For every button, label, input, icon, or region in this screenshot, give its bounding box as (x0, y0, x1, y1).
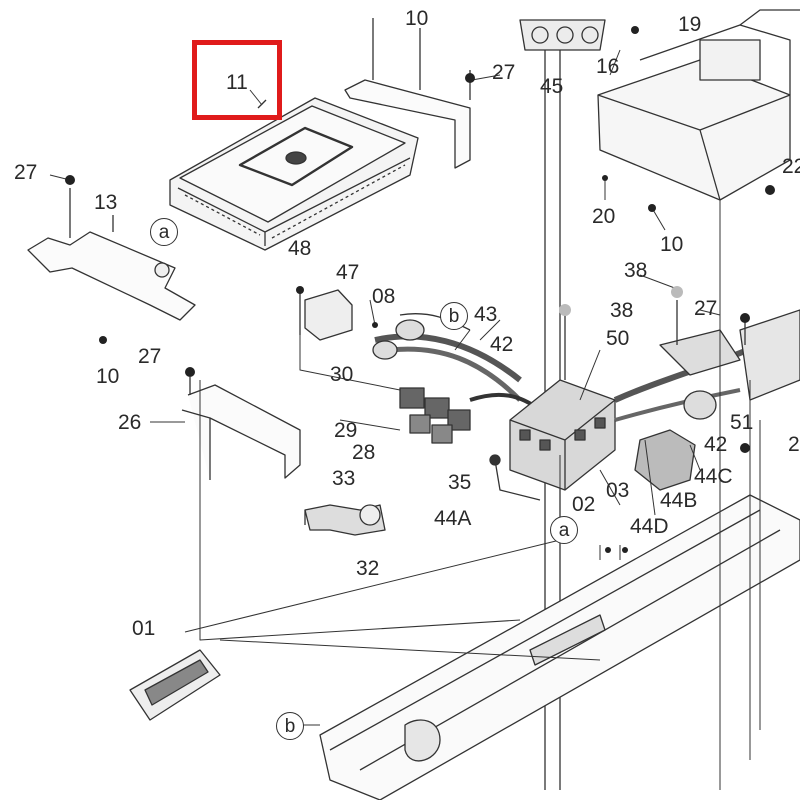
callout-b: b (440, 302, 468, 330)
callout-38: 38 (610, 299, 634, 322)
callout-27: 27 (694, 297, 718, 320)
part-50-junction-block (510, 315, 615, 490)
callout-11: 11 (226, 71, 248, 94)
callout-43: 43 (474, 303, 498, 326)
part-16-housing (598, 10, 800, 200)
callout-47: 47 (336, 261, 360, 284)
callout-08: 08 (372, 285, 396, 308)
wire-harness (373, 314, 540, 443)
callout-19: 19 (678, 13, 702, 36)
callout-27: 27 (492, 61, 516, 84)
callout-10: 10 (405, 7, 429, 30)
callout-42: 42 (490, 333, 514, 356)
callout-30: 30 (330, 363, 354, 386)
callout-a: a (550, 516, 578, 544)
part-47-relay (300, 290, 352, 340)
fasteners (65, 26, 775, 553)
callout-a: a (150, 218, 178, 246)
callout-03: 03 (606, 479, 630, 502)
callout-44C: 44C (694, 465, 733, 488)
callout-42: 42 (704, 433, 728, 456)
part-35-clip (490, 455, 540, 500)
leader-lines (50, 50, 760, 790)
callout-33: 33 (332, 467, 356, 490)
callout-10: 10 (96, 365, 120, 388)
callout-45: 45 (540, 75, 564, 98)
callout-27: 27 (14, 161, 38, 184)
callout-44A: 44A (434, 507, 472, 530)
callout-44B: 44B (660, 489, 698, 512)
part-32-33-sensor (305, 505, 385, 535)
callout-38: 38 (624, 259, 648, 282)
callout-50: 50 (606, 327, 630, 350)
callout-22: 22 (782, 155, 800, 178)
callout-29: 29 (334, 419, 358, 442)
callout-27: 27 (138, 345, 162, 368)
part-13-bracket (28, 188, 195, 320)
part-01-grip (130, 650, 220, 720)
callout-32: 32 (356, 557, 380, 580)
callout-2: 2 (788, 433, 800, 456)
part-11-amplifier (170, 98, 418, 250)
top-mount-bracket (345, 18, 470, 168)
callout-13: 13 (94, 191, 118, 214)
callout-16: 16 (596, 55, 620, 78)
callout-02: 02 (572, 493, 596, 516)
highlight-box (192, 40, 282, 120)
right-harness (615, 300, 800, 490)
part-26-bracket (182, 377, 300, 480)
callout-48: 48 (288, 237, 312, 260)
callout-28: 28 (352, 441, 376, 464)
callout-10: 10 (660, 233, 684, 256)
callout-01: 01 (132, 617, 156, 640)
callout-35: 35 (448, 471, 472, 494)
callout-26: 26 (118, 411, 142, 434)
callout-51: 51 (730, 411, 754, 434)
callout-44D: 44D (630, 515, 669, 538)
callout-b: b (276, 712, 304, 740)
callout-20: 20 (592, 205, 616, 228)
